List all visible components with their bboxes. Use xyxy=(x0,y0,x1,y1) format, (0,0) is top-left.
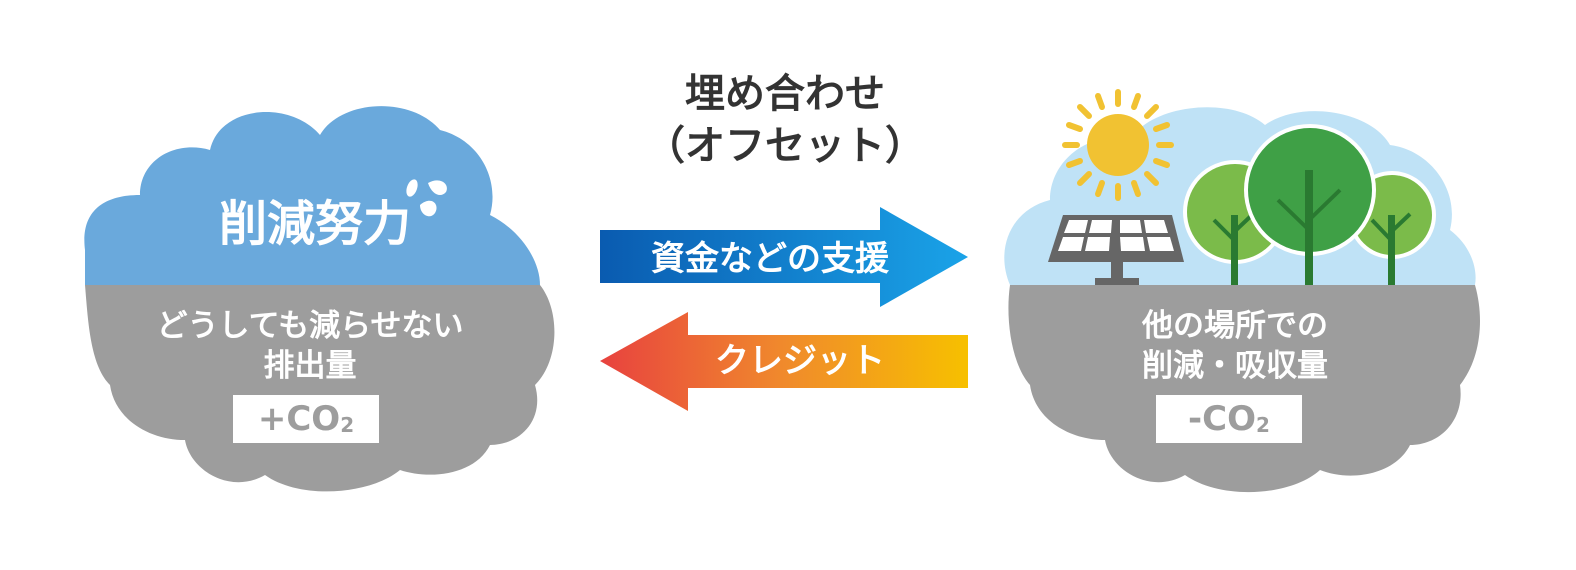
plus-co2-subscript: 2 xyxy=(340,413,355,437)
title-line-1: 埋め合わせ xyxy=(685,71,885,117)
left-body-line-1: どうしても減らせない xyxy=(156,308,464,344)
minus-co2-text: -CO xyxy=(1188,399,1257,439)
water-drops-icon xyxy=(406,179,447,217)
title-line-2: （オフセット） xyxy=(645,123,925,169)
funding-support-label: 資金などの支援 xyxy=(651,239,889,279)
minus-co2-badge: -CO2 xyxy=(1156,395,1302,443)
plus-co2-text: +CO xyxy=(257,399,341,439)
reduction-effort-label: 削減努力 xyxy=(218,196,411,252)
tree-icon xyxy=(1183,124,1436,285)
solar-panel-icon xyxy=(1048,215,1184,285)
left-body-line-2: 排出量 xyxy=(263,348,357,384)
credit-label: クレジット xyxy=(715,341,885,381)
reduction-absorption-label: 他の場所での 削減・吸収量 xyxy=(1090,306,1380,386)
right-body-line-2: 削減・吸収量 xyxy=(1142,348,1328,384)
sun-icon xyxy=(1062,89,1174,201)
left-cloud-top xyxy=(84,106,540,286)
left-cloud-bottom xyxy=(85,285,555,492)
minus-co2-subscript: 2 xyxy=(1256,413,1270,437)
plus-co2-badge: +CO2 xyxy=(233,395,379,443)
diagram-title: 埋め合わせ （オフセット） xyxy=(620,68,950,172)
arrow-right xyxy=(600,207,968,307)
right-cloud-bottom xyxy=(1008,285,1480,493)
right-body-line-1: 他の場所での xyxy=(1142,308,1328,344)
unavoidable-emissions-label: どうしても減らせない 排出量 xyxy=(110,306,510,386)
arrow-left xyxy=(600,312,968,411)
